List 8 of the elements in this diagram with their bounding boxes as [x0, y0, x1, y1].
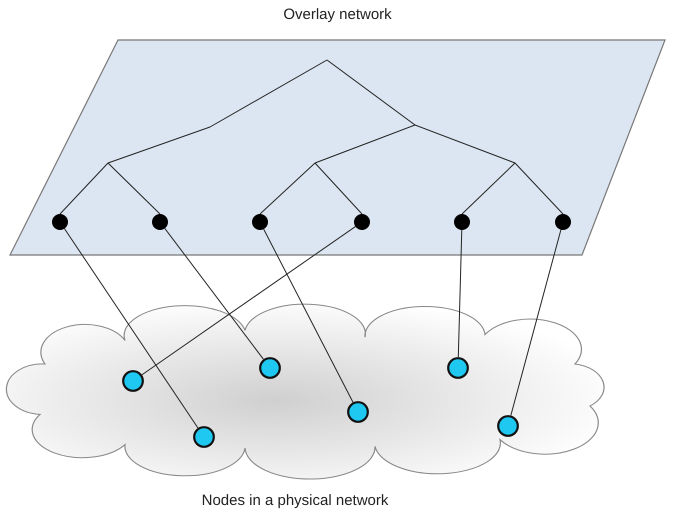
connector-line — [142, 226, 356, 376]
plane-title: Overlay network — [282, 6, 393, 23]
connector-line — [510, 229, 562, 416]
connector-line — [64, 228, 198, 428]
connector-line — [458, 230, 462, 358]
cloud-caption: Nodes in a physical network — [200, 492, 390, 509]
connector-line — [263, 228, 354, 403]
connector-line — [164, 228, 264, 360]
